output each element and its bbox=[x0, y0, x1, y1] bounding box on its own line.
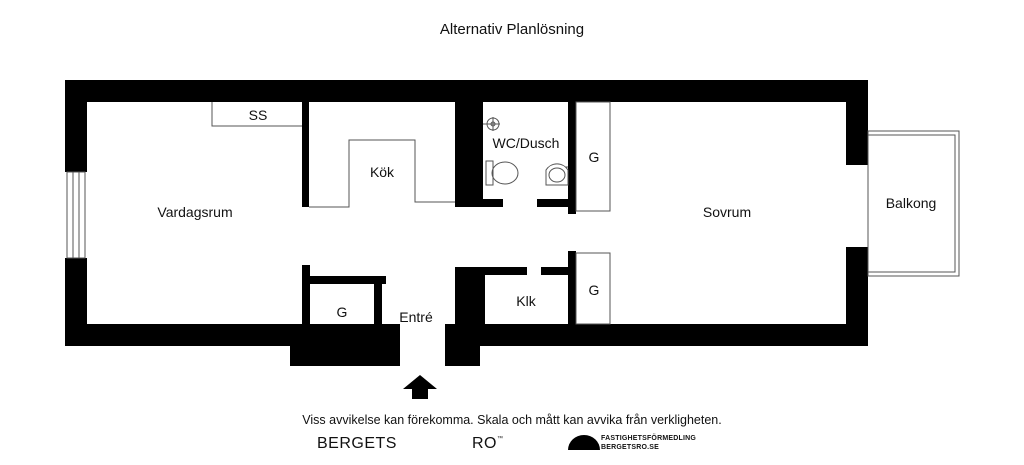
brand-tm: ™ bbox=[497, 435, 503, 442]
disclaimer-text: Viss avvikelse kan förekomma. Skala och … bbox=[302, 413, 721, 427]
toilet-icon bbox=[485, 160, 519, 186]
wall-left-upper bbox=[65, 80, 87, 172]
closet-top bbox=[575, 101, 611, 212]
window-left bbox=[66, 171, 86, 259]
wall-right-lower bbox=[846, 247, 868, 346]
wall-entry-left-block bbox=[290, 324, 400, 366]
fixtures bbox=[211, 101, 611, 325]
wall-bath-left bbox=[455, 102, 483, 206]
label-kok: Kök bbox=[370, 164, 395, 180]
brand-right: RO bbox=[472, 435, 497, 452]
wall-bottom-right bbox=[480, 324, 868, 346]
brand-dome-icon bbox=[568, 435, 600, 450]
kitchen-counter bbox=[309, 139, 455, 208]
sink-icon bbox=[545, 163, 569, 186]
wall-entry-right-block bbox=[445, 324, 480, 366]
closet-bottom bbox=[575, 252, 611, 325]
wall-bath-bottom-right bbox=[537, 199, 576, 207]
label-g-bottom: G bbox=[589, 282, 600, 298]
wall-klk-right bbox=[568, 251, 576, 325]
brand-tagline-1: FASTIGHETSFÖRMEDLING bbox=[601, 433, 696, 442]
brand-left: BERGETS bbox=[317, 435, 397, 452]
brand-logo: BERGETS RO ™ FASTIGHETSFÖRMEDLING BERGET… bbox=[317, 433, 696, 452]
wall-g-entry-left bbox=[302, 265, 310, 325]
brand-tagline-2: BERGETSRO.SE bbox=[601, 444, 659, 451]
wall-klk-left bbox=[455, 267, 485, 325]
label-vardagsrum: Vardagsrum bbox=[157, 204, 232, 220]
label-balkong: Balkong bbox=[886, 195, 937, 211]
label-ss: SS bbox=[249, 107, 268, 123]
wall-g-entry-right bbox=[374, 276, 382, 325]
room-labels: SS Kök WC/Dusch G Vardagsrum Sovrum Balk… bbox=[157, 107, 936, 325]
wall-right-upper bbox=[846, 80, 868, 165]
label-entre: Entré bbox=[399, 309, 433, 325]
wall-bath-right bbox=[568, 102, 576, 214]
entry-arrow-icon bbox=[403, 375, 437, 399]
interior-walls bbox=[302, 102, 576, 325]
label-sovrum: Sovrum bbox=[703, 204, 751, 220]
wall-bottom-left bbox=[65, 324, 302, 346]
label-g-entry: G bbox=[337, 304, 348, 320]
wall-kitchen-left bbox=[302, 102, 309, 207]
balcony bbox=[867, 130, 960, 277]
shower-icon bbox=[483, 117, 500, 131]
label-g-top: G bbox=[589, 149, 600, 165]
wall-g-entry-top bbox=[302, 276, 386, 284]
ss-counter bbox=[211, 102, 302, 127]
wall-klk-top bbox=[455, 267, 527, 275]
plan-title: Alternativ Planlösning bbox=[440, 21, 584, 38]
outer-walls bbox=[65, 80, 868, 366]
wall-klk-top-right bbox=[541, 267, 576, 275]
wall-bath-bottom-left bbox=[455, 199, 503, 207]
label-klk: Klk bbox=[516, 293, 536, 309]
wall-top bbox=[65, 80, 868, 102]
label-wc: WC/Dusch bbox=[493, 135, 560, 151]
